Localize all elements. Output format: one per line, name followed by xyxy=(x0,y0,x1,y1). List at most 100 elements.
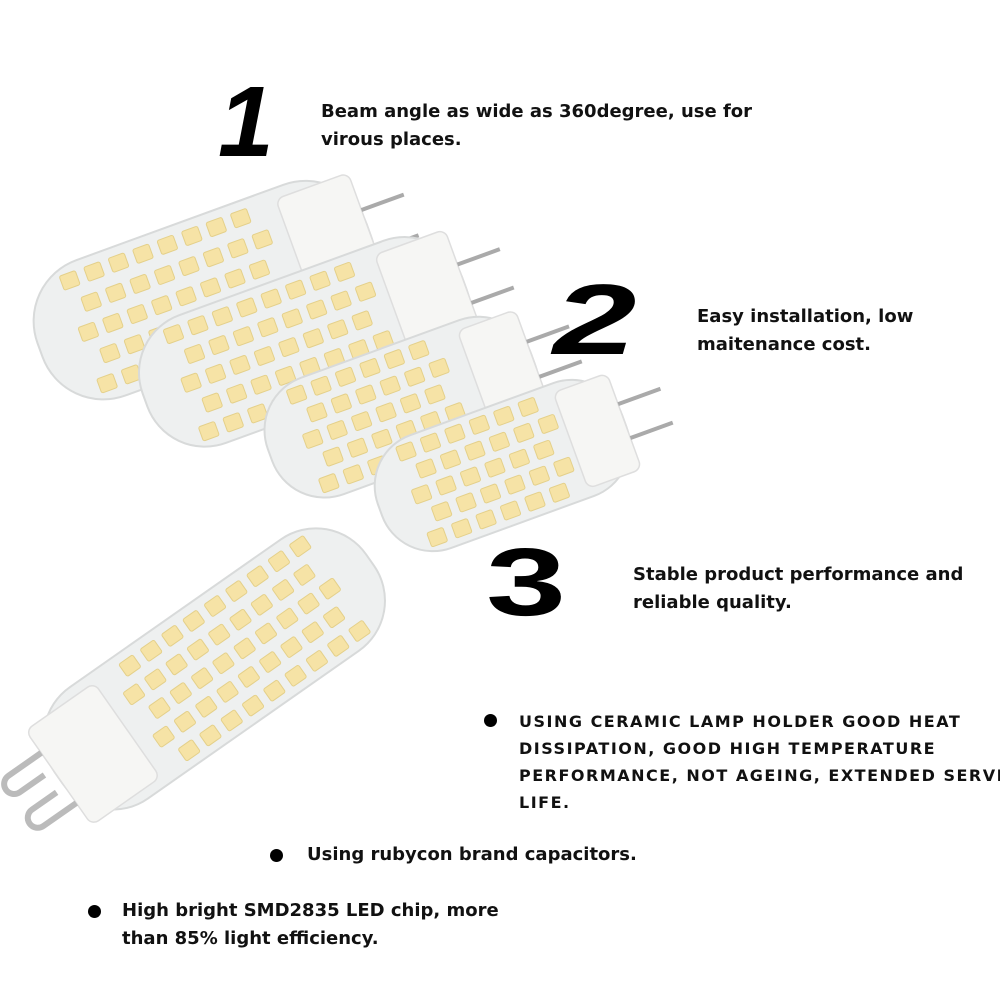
feature-number-1: 1 xyxy=(218,66,274,178)
led-chip xyxy=(250,374,272,395)
feature-2-line-1: Easy installation, low xyxy=(697,306,914,327)
pin xyxy=(538,359,583,379)
led-chip xyxy=(129,274,151,294)
led-chip xyxy=(242,694,265,717)
led-chip xyxy=(250,594,273,616)
led-chip xyxy=(200,277,222,298)
led-chip xyxy=(460,466,481,487)
feature-1-line-2: virous places. xyxy=(321,129,462,150)
led-chip xyxy=(285,279,307,300)
led-chip xyxy=(455,492,477,513)
bullet-1-line-2: DISSIPATION, GOOD HIGH TEMPERATURE xyxy=(519,739,937,758)
led-chip xyxy=(500,500,522,521)
led-chip xyxy=(330,290,352,311)
led-chip xyxy=(475,509,497,530)
led-chip xyxy=(537,414,559,434)
led-chip xyxy=(253,346,275,366)
led-chip xyxy=(306,402,328,423)
led-chip xyxy=(327,635,350,657)
led-chip xyxy=(229,354,251,375)
bullet-capacitors: Using rubycon brand capacitors. xyxy=(307,841,637,869)
led-chip xyxy=(198,421,220,442)
pin-loop xyxy=(24,789,78,831)
led-chip xyxy=(306,299,328,320)
led-chip xyxy=(548,482,570,503)
ceramic-base xyxy=(27,685,158,823)
led-chip xyxy=(533,439,555,460)
led-chip xyxy=(108,252,130,273)
led-chip xyxy=(411,484,433,505)
led-chip xyxy=(140,640,163,662)
led-chip xyxy=(102,313,124,333)
led-chip xyxy=(484,457,506,478)
led-chip xyxy=(255,622,277,645)
led-chip xyxy=(187,315,209,336)
pin xyxy=(629,420,674,440)
bullet-dot xyxy=(270,849,283,862)
led-chip xyxy=(222,412,244,433)
led-chip xyxy=(310,375,332,396)
bulb-4 xyxy=(373,374,674,553)
led-chip xyxy=(156,234,178,255)
led-chip xyxy=(236,297,258,318)
bullet-3-line-2: than 85% light efficiency. xyxy=(122,928,379,949)
led-chip xyxy=(144,668,167,691)
led-chip xyxy=(524,491,546,512)
led-chip xyxy=(151,295,173,316)
led-chip xyxy=(435,475,457,496)
led-chip xyxy=(359,358,381,378)
pin xyxy=(456,247,501,267)
led-chip xyxy=(123,334,145,355)
led-chip xyxy=(400,393,421,414)
led-chip xyxy=(281,308,303,329)
led-chip xyxy=(182,610,205,632)
led-chip xyxy=(211,306,233,327)
led-chip xyxy=(184,344,206,364)
led-chip xyxy=(99,343,121,364)
led-chip xyxy=(232,326,254,347)
led-chip xyxy=(118,654,141,677)
led-chip xyxy=(126,304,148,324)
led-chip xyxy=(59,270,81,291)
led-chip xyxy=(488,431,510,452)
feature-3-line-1: Stable product performance and xyxy=(633,564,964,585)
led-chip xyxy=(248,259,270,280)
led-chip xyxy=(426,527,448,548)
led-chip xyxy=(246,565,269,587)
ceramic-base xyxy=(554,374,641,488)
led-chip xyxy=(152,725,175,748)
led-chip xyxy=(346,437,368,458)
led-chip xyxy=(351,411,373,432)
led-chip xyxy=(464,440,486,461)
led-chip xyxy=(247,403,269,424)
led-chip xyxy=(335,366,357,387)
bullet-dot xyxy=(88,905,101,918)
led-chip xyxy=(408,340,430,361)
led-chip xyxy=(431,501,453,522)
bullet-dot xyxy=(484,714,497,727)
led-chip xyxy=(229,608,252,631)
led-chip xyxy=(395,441,417,462)
led-chip xyxy=(80,291,102,312)
led-chip xyxy=(327,319,349,340)
led-chip xyxy=(148,697,171,719)
led-chip xyxy=(267,550,290,572)
led-chip xyxy=(263,679,286,702)
led-chip xyxy=(508,448,530,469)
bullet-3-line-1: High bright SMD2835 LED chip, more xyxy=(122,900,499,921)
led-chip xyxy=(195,696,218,718)
led-chip xyxy=(77,321,99,342)
led-chip xyxy=(212,652,235,674)
led-chip xyxy=(165,653,188,676)
led-chip xyxy=(517,397,539,417)
led-chip xyxy=(468,414,490,435)
led-chip xyxy=(330,393,352,414)
led-chip xyxy=(371,428,393,449)
pin-loop xyxy=(1,750,47,797)
led-chip xyxy=(323,606,346,629)
led-chip xyxy=(201,392,223,413)
led-chip xyxy=(174,710,196,733)
pin xyxy=(470,285,515,305)
led-chip xyxy=(96,373,118,394)
led-chip xyxy=(480,483,502,504)
